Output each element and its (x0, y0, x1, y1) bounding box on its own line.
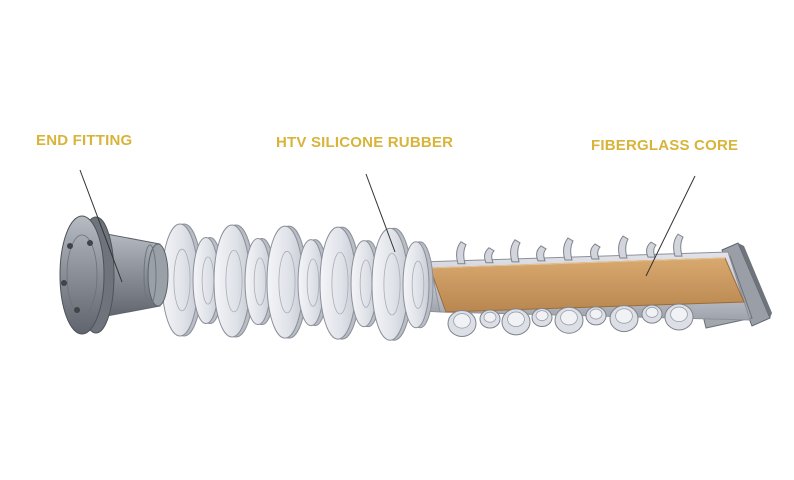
leader-silicone (365, 173, 396, 253)
fiberglass-core (429, 257, 745, 313)
cut-shed-bottom (641, 304, 663, 324)
label-fiberglass-core: FIBERGLASS CORE (591, 137, 739, 154)
cut-shed-top (646, 241, 657, 258)
cut-shed-bottom (609, 305, 639, 333)
cut-shed-top (673, 233, 684, 257)
cut-shed-top (484, 247, 495, 264)
cut-shed-top (456, 241, 467, 265)
cut-shed-bottom (554, 306, 584, 334)
cut-shed-bottom (479, 309, 501, 329)
cut-sheds (447, 233, 694, 337)
leader-core (645, 175, 696, 277)
cut-shed-bottom (531, 307, 553, 327)
large-shed (213, 224, 255, 338)
cut-shed-top (563, 237, 574, 261)
leader-lines (79, 169, 696, 283)
leader-end-fitting (79, 169, 123, 283)
label-htv-silicone-rubber: HTV SILICONE RUBBER (276, 134, 454, 151)
cut-shed-bottom (585, 306, 607, 326)
cut-shed-bottom (664, 303, 694, 331)
label-end-fitting: END FITTING (36, 132, 133, 149)
cut-shed-bottom (501, 308, 531, 336)
cut-shed-top (510, 239, 521, 263)
small-shed (402, 241, 434, 329)
silicone-sheds (159, 223, 441, 341)
cut-shed-top (536, 245, 547, 262)
cut-shed-bottom (447, 309, 477, 337)
cut-shed-top (590, 243, 601, 260)
large-shed (266, 225, 308, 339)
cut-shed-top (618, 235, 629, 259)
large-shed (161, 223, 203, 337)
end-fitting (59, 215, 169, 335)
